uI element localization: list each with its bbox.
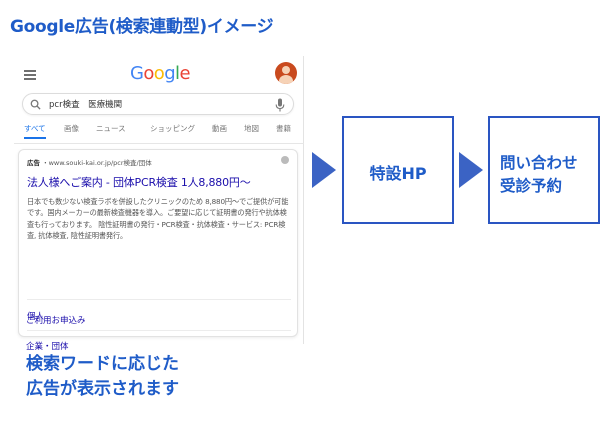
google-logo-letter: e [179, 63, 190, 84]
special-hp-label: 特設HP [369, 164, 427, 183]
google-search-mockup: Google pcr検査 医療機関 すべて 画像 ニュース ショッピング 動画 … [14, 56, 304, 352]
flow-arrow-icon [459, 152, 483, 188]
special-hp-box: 特設HP [342, 116, 454, 224]
sitelink-apply[interactable]: ご利用お申込み [26, 316, 86, 326]
booking-label: 受診予約 [500, 177, 563, 195]
search-query: pcr検査 医療機関 [49, 100, 123, 110]
caption-line-1: 検索ワードに応じた [26, 354, 179, 374]
google-logo-letter: o [143, 63, 154, 84]
sitelink-corporate[interactable]: 企業・団体 [26, 342, 69, 352]
google-logo-letter: l [175, 63, 180, 84]
caption-line-2: 広告が表示されます [26, 379, 179, 399]
contact-label: 問い合わせ [500, 154, 578, 172]
info-icon[interactable] [281, 156, 289, 164]
avatar[interactable] [275, 62, 297, 84]
tab-all[interactable]: すべて [24, 124, 46, 133]
sitelink-individual[interactable]: 個人 [27, 312, 45, 322]
ad-badge: 広告 [27, 159, 40, 167]
divider [27, 330, 291, 331]
tab-shopping[interactable]: ショッピング [150, 124, 195, 133]
search-input[interactable]: pcr検査 医療機関 [22, 93, 294, 115]
microphone-icon[interactable] [275, 98, 285, 112]
ad-title-link[interactable]: 法人様へご案内 - 団体PCR検査 1人8,880円～ [27, 176, 251, 189]
tab-images[interactable]: 画像 [64, 124, 79, 133]
search-icon [30, 99, 41, 110]
flow-arrow-icon [312, 152, 336, 188]
google-logo-letter: g [164, 63, 176, 84]
page-title: Google広告(検索連動型)イメージ [10, 17, 274, 37]
search-ad-card: 広告 ・www.souki-kai.or.jp/pcr検査/団体 法人様へご案内… [18, 149, 298, 337]
caption: 検索ワードに応じた 広告が表示されます [26, 352, 179, 402]
ad-description: 日本でも数少ない検査ラボを併設したクリニックのため 8,880円～でご提供が可能… [27, 197, 289, 241]
contact-booking-box: 問い合わせ 受診予約 [488, 116, 600, 224]
google-logo: Google [130, 63, 191, 84]
google-logo-letter: G [130, 63, 144, 84]
ad-url[interactable]: ・www.souki-kai.or.jp/pcr検査/団体 [42, 159, 152, 167]
divider [14, 143, 304, 144]
tab-videos[interactable]: 動画 [212, 124, 227, 133]
tab-books[interactable]: 書籍 [276, 124, 291, 133]
ad-meta: 広告 ・www.souki-kai.or.jp/pcr検査/団体 [27, 157, 152, 167]
google-logo-letter: o [153, 63, 165, 84]
search-tabs: すべて 画像 ニュース ショッピング 動画 地図 書籍 [24, 123, 296, 139]
tab-maps[interactable]: 地図 [244, 124, 259, 133]
divider [27, 299, 291, 300]
tab-news[interactable]: ニュース [96, 124, 126, 133]
active-tab-indicator [24, 137, 46, 139]
hamburger-menu-icon[interactable] [24, 70, 36, 80]
